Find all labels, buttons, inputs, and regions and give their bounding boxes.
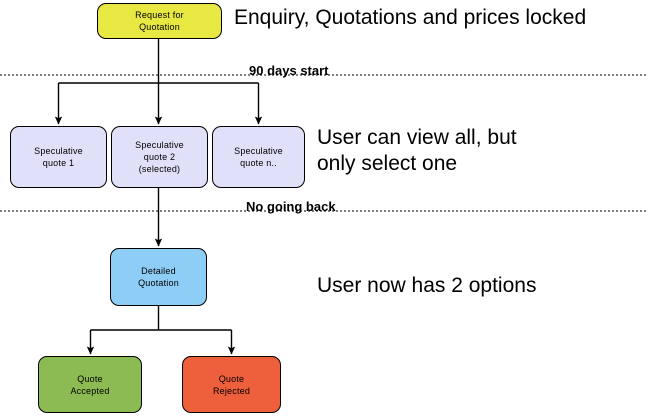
node-quote-accepted-label: Quote Accepted xyxy=(70,373,110,396)
node-quote-rejected-label: Quote Rejected xyxy=(212,373,251,396)
node-speculative-quote-n-label: Speculative quote n.. xyxy=(234,146,283,168)
node-quote-accepted[interactable]: Quote Accepted xyxy=(38,356,142,413)
phase-label-no-going-back: No going back xyxy=(246,199,336,214)
node-request-for-quotation[interactable]: Request for Quotation xyxy=(97,3,222,39)
node-speculative-quote-1-label: Speculative quote 1 xyxy=(34,146,83,168)
node-speculative-quote-1[interactable]: Speculative quote 1 xyxy=(10,126,107,188)
node-detailed-quotation[interactable]: Detailed Quotation xyxy=(110,248,207,306)
node-quote-rejected[interactable]: Quote Rejected xyxy=(182,356,281,413)
annotation-user-now-has-2-options: User now has 2 options xyxy=(317,274,537,297)
node-request-for-quotation-label: Request for Quotation xyxy=(135,10,184,32)
phase-label-90-days-start: 90 days start xyxy=(249,63,329,78)
node-speculative-quote-2-selected[interactable]: Speculative quote 2 (selected) xyxy=(111,126,208,188)
node-detailed-quotation-label: Detailed Quotation xyxy=(138,266,179,288)
node-speculative-quote-n[interactable]: Speculative quote n.. xyxy=(212,126,305,188)
annotation-enquiry-quotations-prices-locked: Enquiry, Quotations and prices locked xyxy=(234,6,587,29)
annotation-user-can-view-all: User can view all, but only select one xyxy=(317,126,517,175)
node-speculative-quote-2-label: Speculative quote 2 (selected) xyxy=(135,140,184,174)
